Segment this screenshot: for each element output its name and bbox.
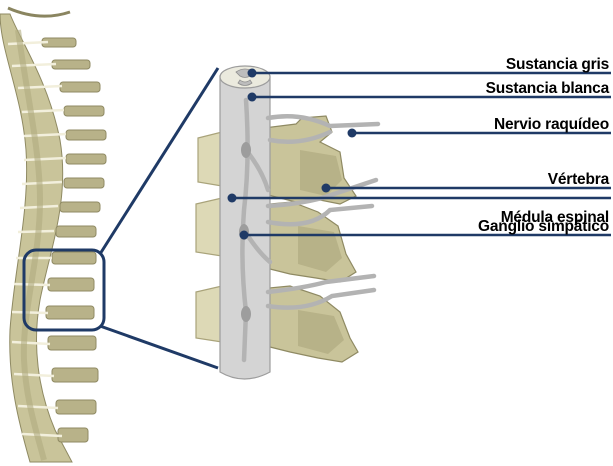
labels: Sustancia gris Sustancia blanca Nervio r… bbox=[478, 56, 610, 235]
label-vertebra: Vértebra bbox=[548, 171, 610, 188]
label-white-matter: Sustancia blanca bbox=[486, 80, 610, 97]
spine-silhouette bbox=[0, 8, 106, 462]
enlarged-section bbox=[196, 66, 378, 379]
label-sympathetic-ganglion: Ganglio simpático bbox=[478, 218, 609, 235]
label-spinal-nerve: Nervio raquídeo bbox=[494, 116, 609, 133]
label-gray-matter: Sustancia gris bbox=[506, 56, 609, 73]
